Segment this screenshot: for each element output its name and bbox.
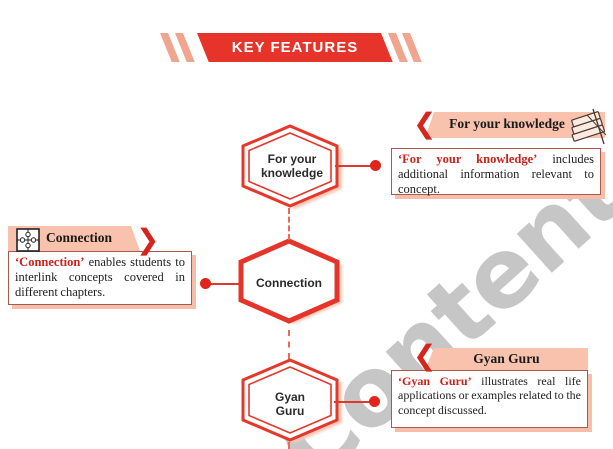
callout-for-your-knowledge: For your knowledge ❮ ‘For your knowledge…: [388, 104, 610, 199]
callout-header-label: Connection: [46, 230, 113, 245]
puzzle-icon: [16, 228, 40, 252]
callout-body-fyk: ‘For your knowledge’ includes additional…: [391, 148, 601, 196]
dashed-link: [288, 442, 290, 449]
callout-body-gyan: ‘Gyan Guru’ illustrates real life applic…: [391, 370, 588, 428]
callout-connection: Connection ❯ ‘Connection’ enables studen…: [8, 220, 208, 315]
hexagon-label-connection: Connection: [256, 276, 322, 290]
hexagon-for-your-knowledge: [241, 124, 342, 209]
hexagon-gyan-guru: [241, 358, 342, 443]
connector-dot-fyk: [370, 160, 381, 171]
callout-header-label: For your knowledge: [449, 116, 565, 131]
chevron-left-icon: ❮: [413, 339, 437, 372]
dashed-link: [288, 208, 290, 240]
callout-body-connection: ‘Connection’ enables students to interli…: [8, 251, 192, 305]
hexagon-label-fyk: For your knowledge: [260, 152, 323, 181]
connector-line-fyk: [335, 165, 372, 167]
callout-header-gyan: Gyan Guru: [425, 348, 588, 370]
books-icon: [571, 108, 607, 145]
callout-gyan-guru: Gyan Guru ❮ ‘Gyan Guru’ illustrates real…: [388, 340, 598, 440]
connector-line-gyan: [334, 401, 372, 403]
connector-line-connection: [209, 283, 240, 285]
page-title: KEY FEATURES: [231, 39, 359, 56]
dashed-link: [288, 330, 290, 359]
connector-dot-connection: [200, 278, 211, 289]
hexagon-connection: [238, 238, 342, 324]
callout-header-label: Gyan Guru: [473, 351, 540, 366]
chevron-right-icon: ❯: [136, 223, 160, 256]
connector-dot-gyan: [369, 396, 380, 407]
chevron-left-icon: ❮: [413, 107, 437, 140]
hexagon-label-gyan: Gyan Guru: [274, 390, 305, 419]
